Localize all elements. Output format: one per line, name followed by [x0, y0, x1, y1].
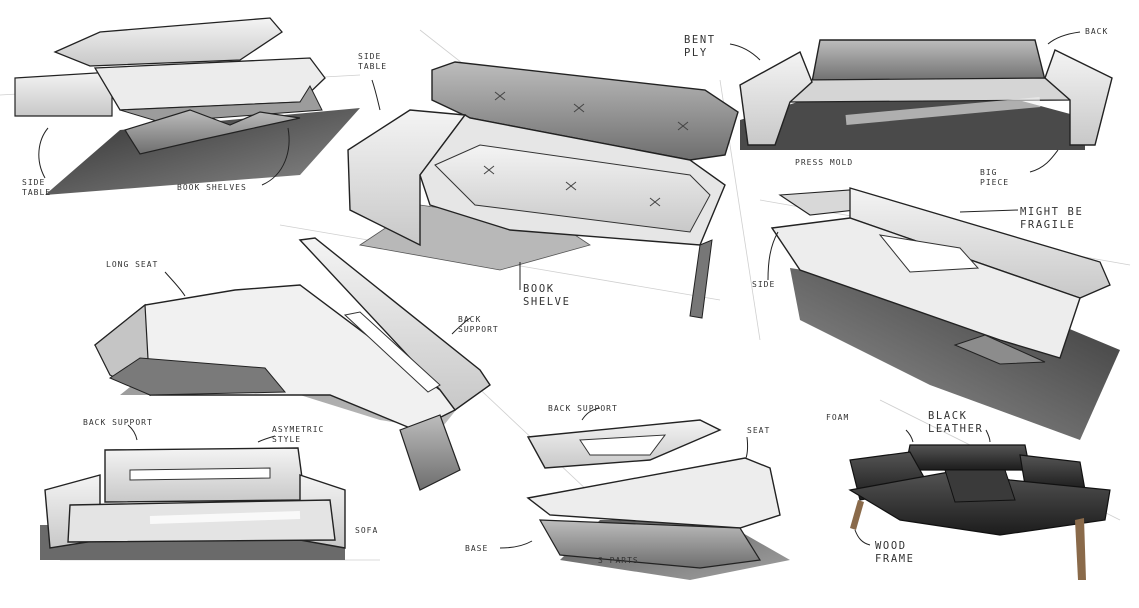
label-bent-ply: BENT PLY — [684, 34, 716, 60]
label-side-table-left: SIDE TABLE — [22, 178, 52, 197]
sketch-bench-shelves — [14, 17, 360, 195]
label-back: BACK — [1085, 27, 1109, 36]
label-long-seat: LONG SEAT — [106, 260, 159, 269]
label-side: SIDE — [752, 280, 776, 289]
sketch-bent-ply-sofa — [739, 39, 1113, 150]
label-side-table-center: SIDE TABLE — [358, 52, 388, 71]
shadow — [45, 108, 360, 195]
label-black-leather: BLACK LEATHER — [928, 410, 984, 436]
label-back-support-sofa: BACK SUPPORT — [83, 418, 153, 427]
label-back-support-l-seat: BACK SUPPORT — [458, 315, 499, 334]
sketch-leather-sofa — [848, 444, 1111, 580]
label-base: BASE — [465, 544, 489, 553]
label-foam: FOAM — [826, 413, 850, 422]
sketch-three-part-seat — [526, 419, 790, 580]
label-back-support-three-part: BACK SUPPORT — [548, 404, 618, 413]
label-wood-frame: WOOD FRAME — [875, 540, 915, 566]
sketch-l-seat — [93, 237, 491, 491]
sketch-sofa-bookshelve — [347, 61, 739, 319]
label-book-shelve: BOOK SHELVE — [523, 283, 571, 309]
label-seat: SEAT — [747, 426, 771, 435]
label-might-be-fragile: MIGHT BE FRAGILE — [1020, 206, 1084, 232]
leader-lines — [38, 31, 1081, 549]
label-big-piece: BIG PIECE — [980, 168, 1010, 187]
label-sofa: SOFA — [355, 526, 379, 535]
sketch-asymetric-sofa — [40, 447, 346, 560]
label-asymetric-style: ASYMETRIC STYLE — [272, 425, 325, 444]
label-press-mold: PRESS MOLD — [795, 158, 854, 167]
label-book-shelves: BOOK SHELVES — [177, 183, 247, 192]
sketch-long-sofa — [770, 187, 1120, 440]
label-3-parts: 3 PARTS — [598, 556, 639, 565]
